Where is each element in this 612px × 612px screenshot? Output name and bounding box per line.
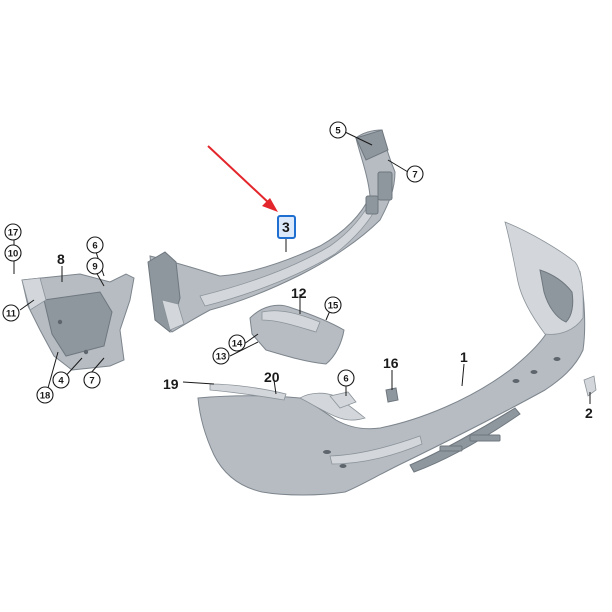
svg-text:5: 5	[335, 126, 341, 137]
svg-text:7: 7	[412, 170, 417, 181]
svg-text:7: 7	[89, 376, 94, 387]
callout-5: 5	[329, 121, 347, 139]
svg-text:14: 14	[232, 339, 243, 350]
svg-text:18: 18	[40, 391, 51, 402]
label-part-2: 2	[585, 405, 593, 421]
callout-4: 4	[52, 371, 70, 389]
svg-text:4: 4	[58, 376, 64, 387]
highlighted-part-3: 3	[277, 215, 296, 239]
svg-text:10: 10	[8, 249, 19, 260]
svg-text:13: 13	[216, 352, 227, 363]
svg-text:11: 11	[6, 309, 17, 320]
left-bracket	[21, 273, 135, 371]
callout-18: 18	[36, 386, 54, 404]
clip-part-6	[329, 391, 357, 409]
callout-14: 14	[228, 334, 246, 352]
callout-9: 9	[86, 257, 104, 275]
callout-7-top: 7	[406, 165, 424, 183]
label-part-8: 8	[57, 251, 65, 267]
callout-11: 11	[2, 304, 20, 322]
callout-10: 10	[4, 244, 22, 262]
callout-6-mid: 6	[337, 369, 355, 387]
clip-part-2	[583, 375, 597, 397]
svg-text:6: 6	[343, 374, 348, 385]
label-part-19: 19	[163, 376, 179, 392]
red-arrow	[207, 145, 278, 212]
callout-6-left: 6	[86, 236, 104, 254]
label-part-16: 16	[383, 355, 399, 371]
svg-text:6: 6	[92, 241, 97, 252]
callout-13: 13	[212, 347, 230, 365]
label-part-1: 1	[460, 349, 468, 365]
rear-bumper-panel	[197, 221, 586, 496]
bumper-carrier	[147, 129, 396, 333]
lower-trim-20	[209, 383, 287, 401]
side-bracket-12	[249, 304, 345, 365]
callout-7-left: 7	[83, 371, 101, 389]
label-part-3: 3	[282, 219, 290, 235]
label-part-20: 20	[264, 369, 280, 385]
callout-15: 15	[324, 296, 342, 314]
label-part-12: 12	[291, 285, 307, 301]
svg-text:15: 15	[328, 301, 339, 312]
svg-text:17: 17	[8, 228, 19, 239]
clip-part-16	[385, 387, 399, 403]
svg-text:9: 9	[92, 262, 97, 273]
callout-17: 17	[4, 223, 22, 241]
